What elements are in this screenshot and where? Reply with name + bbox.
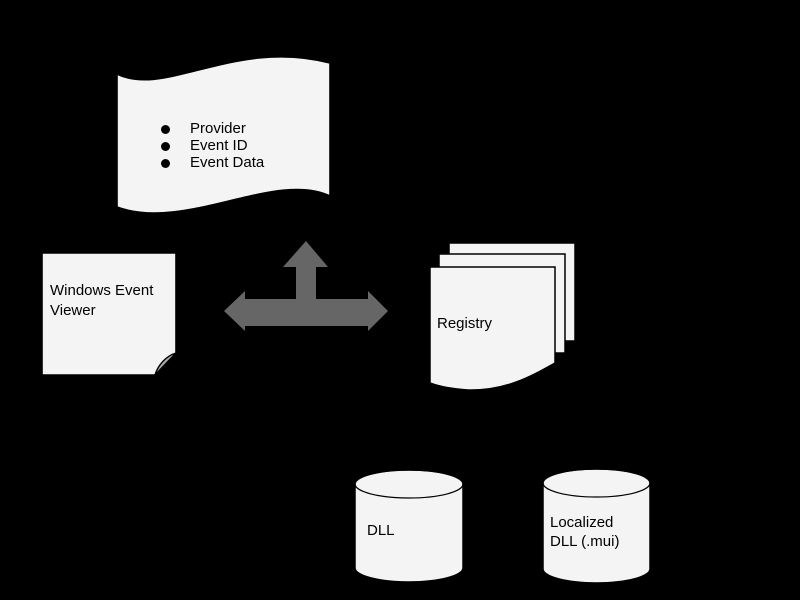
localized-cylinder-rim [542,468,651,498]
banner-item: Event ID [161,137,264,154]
banner-item-label: Event ID [190,137,248,154]
viewer-note-label: Windows Event Viewer [50,282,158,319]
bullet-icon [161,125,170,134]
banner-item: Provider [161,120,264,137]
banner-shape [116,55,331,214]
localized-cylinder-label: Localized DLL (.mui) [550,514,620,550]
dll-cylinder-rim [354,469,464,499]
bullet-icon [161,159,170,168]
document-stack-front [429,266,556,391]
dll-cylinder-shape [354,469,464,583]
registry-label: Registry [437,315,493,332]
bullet-icon [161,142,170,151]
banner-bullet-list: Provider Event ID Event Data [161,120,264,171]
banner-item: Event Data [161,154,264,171]
document-stack [429,242,576,391]
note-shape [41,252,179,376]
localized-cylinder-shape [542,468,651,584]
dll-cylinder-label: DLL [367,522,395,539]
three-way-arrow [224,241,388,331]
note-fold-corner [154,351,179,376]
banner-item-label: Provider [190,120,246,137]
banner-item-label: Event Data [190,154,265,171]
